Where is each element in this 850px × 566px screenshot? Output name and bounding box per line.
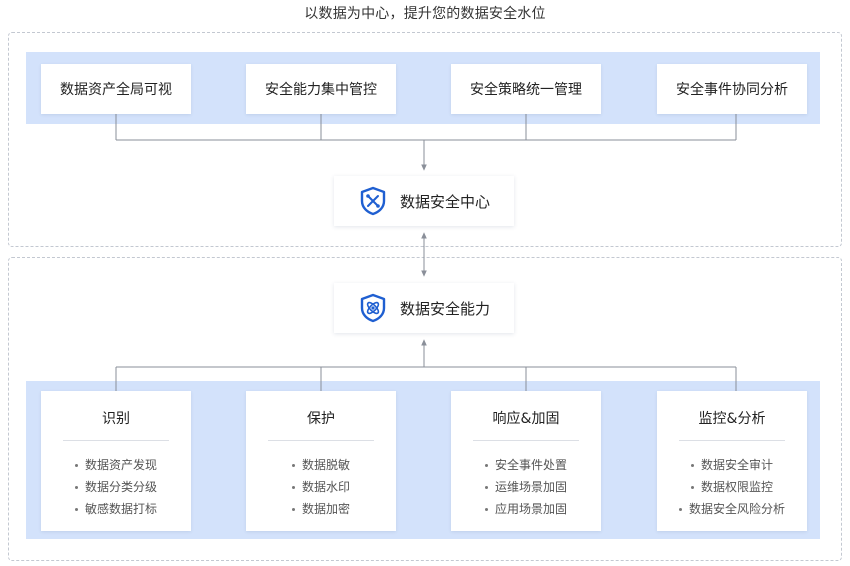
top-card-asset-visibility: 数据资产全局可视 [41,64,191,114]
list-item: 数据安全审计 [690,454,773,476]
top-card-capability-control: 安全能力集中管控 [246,64,396,114]
bottom-card-identify: 识别 数据资产发现 数据分类分级 敏感数据打标 [41,391,191,531]
card-divider [268,440,374,441]
card-divider [63,440,169,441]
bottom-card-protect: 保护 数据脱敏 数据水印 数据加密 [246,391,396,531]
card-item-list: 安全事件处置 运维场景加固 应用场景加固 [451,454,601,520]
list-item: 数据安全风险分析 [678,498,785,520]
card-item-list: 数据资产发现 数据分类分级 敏感数据打标 [41,454,191,520]
card-item-list: 数据安全审计 数据权限监控 数据安全风险分析 [657,454,807,520]
list-item: 数据加密 [291,498,350,520]
list-item: 敏感数据打标 [74,498,157,520]
card-divider [473,440,579,441]
data-security-capability-card: 数据安全能力 [334,283,514,333]
bottom-card-respond-harden: 响应&加固 安全事件处置 运维场景加固 应用场景加固 [451,391,601,531]
card-title: 识别 [102,411,130,427]
data-security-capability-label: 数据安全能力 [399,299,490,318]
data-security-center-label: 数据安全中心 [399,192,490,211]
shield-atom-icon [360,293,386,323]
bottom-card-monitor-analyze: 监控&分析 数据安全审计 数据权限监控 数据安全风险分析 [657,391,807,531]
shield-tools-icon [360,186,386,216]
card-title: 响应&加固 [492,411,560,427]
card-title: 监控&分析 [698,411,766,427]
card-item-list: 数据脱敏 数据水印 数据加密 [246,454,396,520]
top-card-event-analysis: 安全事件协同分析 [657,64,807,114]
list-item: 数据水印 [291,476,350,498]
list-item: 数据分类分级 [74,476,157,498]
page-title: 以数据为中心，提升您的数据安全水位 [304,6,546,22]
top-card-policy-management: 安全策略统一管理 [451,64,601,114]
list-item: 运维场景加固 [484,476,567,498]
list-item: 数据权限监控 [690,476,773,498]
data-security-center-card: 数据安全中心 [334,176,514,226]
list-item: 数据资产发现 [74,454,157,476]
list-item: 数据脱敏 [291,454,350,476]
list-item: 应用场景加固 [484,498,567,520]
list-item: 安全事件处置 [484,454,567,476]
card-title: 保护 [307,411,335,427]
card-divider [679,440,785,441]
